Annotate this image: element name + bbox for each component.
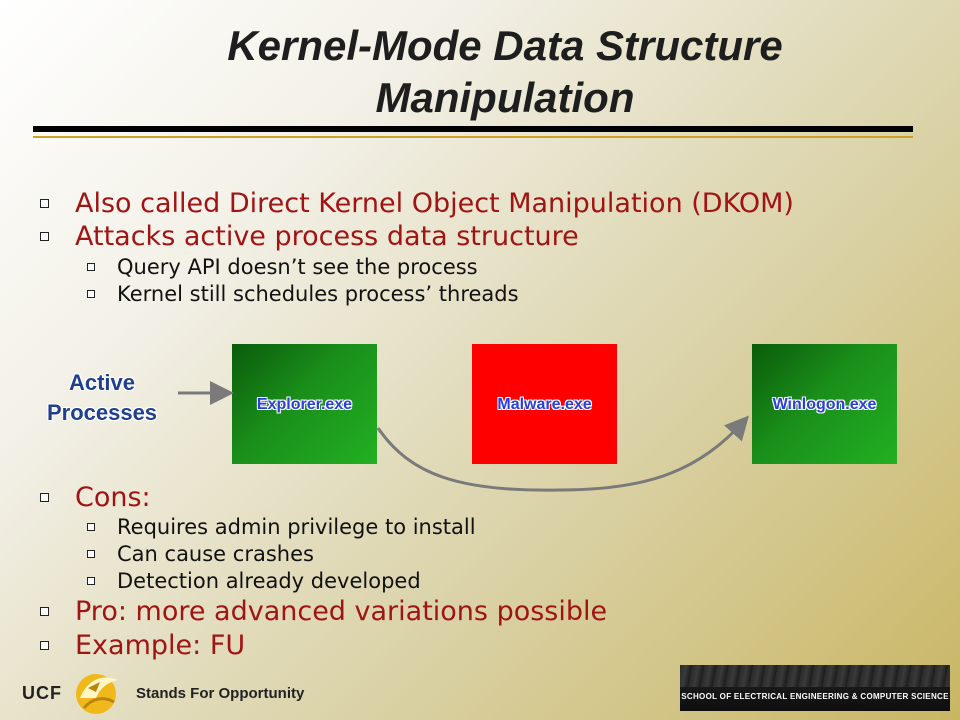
sub-bullet-detection: Detection already developed: [87, 569, 421, 593]
bullet-pro: Pro: more advanced variations possible: [40, 596, 607, 627]
square-bullet-icon: [40, 641, 49, 650]
bullet-text: Query API doesn’t see the process: [117, 255, 478, 279]
square-bullet-icon: [87, 523, 95, 531]
active-label-line-2: Processes: [46, 400, 158, 425]
active-processes-label: Active Processes: [38, 368, 166, 428]
pegasus-icon: [76, 674, 118, 714]
square-bullet-icon: [40, 199, 49, 208]
bullet-text: Pro: more advanced variations possible: [75, 596, 608, 627]
process-name: Winlogon.exe: [772, 396, 877, 413]
bullet-cons: Cons:: [40, 482, 151, 513]
process-box-malware: Malware.exe: [472, 344, 617, 464]
square-bullet-icon: [40, 607, 49, 616]
sub-bullet-crashes: Can cause crashes: [87, 542, 314, 566]
bullet-dkom: Also called Direct Kernel Object Manipul…: [40, 188, 794, 219]
bullet-text: Example: FU: [75, 630, 246, 661]
square-bullet-icon: [87, 577, 95, 585]
active-label-line-1: Active: [68, 370, 136, 395]
ucf-tagline: Stands For Opportunity: [136, 684, 305, 702]
bullet-example: Example: FU: [40, 630, 245, 661]
bullet-text: Detection already developed: [117, 569, 421, 593]
bullet-text: Also called Direct Kernel Object Manipul…: [75, 188, 794, 219]
sub-bullet-kernel-schedules: Kernel still schedules process’ threads: [87, 282, 519, 306]
banner-texture: [680, 665, 950, 687]
process-name: Malware.exe: [497, 396, 592, 413]
bullet-text: Kernel still schedules process’ threads: [117, 282, 519, 306]
bullet-text: Attacks active process data structure: [75, 221, 579, 252]
bullet-text: Requires admin privilege to install: [117, 515, 476, 539]
square-bullet-icon: [87, 550, 95, 558]
title-divider-accent: [33, 136, 913, 138]
title-line-1: Kernel-Mode Data Structure: [227, 22, 783, 69]
process-box-winlogon: Winlogon.exe: [752, 344, 897, 464]
school-banner: SCHOOL OF ELECTRICAL ENGINEERING & COMPU…: [680, 665, 950, 711]
process-box-explorer: Explorer.exe: [232, 344, 377, 464]
bullet-text: Can cause crashes: [117, 542, 314, 566]
square-bullet-icon: [40, 493, 49, 502]
bypass-link-arrow: [376, 415, 750, 492]
sub-bullet-query-api: Query API doesn’t see the process: [87, 255, 478, 279]
school-name: SCHOOL OF ELECTRICAL ENGINEERING & COMPU…: [681, 692, 949, 701]
title-divider: [33, 126, 913, 132]
ucf-logo: UCF Stands For Opportunity: [22, 668, 304, 718]
bullet-text: Cons:: [75, 482, 151, 513]
square-bullet-icon: [87, 290, 95, 298]
sub-bullet-admin: Requires admin privilege to install: [87, 515, 476, 539]
ucf-wordmark: UCF: [22, 682, 62, 703]
square-bullet-icon: [87, 263, 95, 271]
slide-title: Kernel-Mode Data Structure Manipulation: [120, 20, 890, 124]
title-line-2: Manipulation: [375, 74, 635, 121]
process-name: Explorer.exe: [256, 396, 353, 413]
square-bullet-icon: [40, 232, 49, 241]
bullet-attacks: Attacks active process data structure: [40, 221, 579, 252]
